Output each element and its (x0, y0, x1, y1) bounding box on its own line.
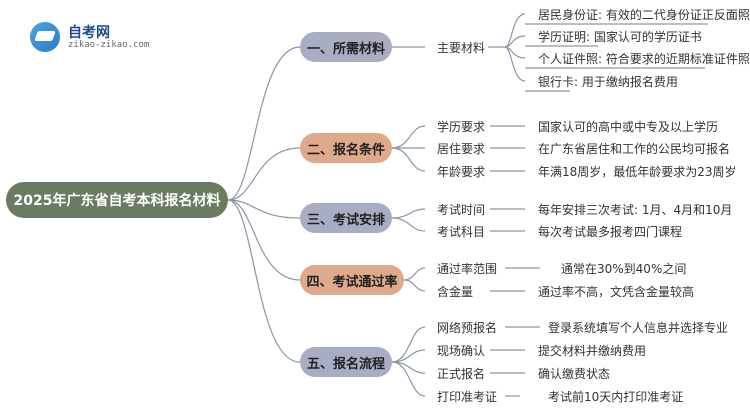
section-5-item-2-label: 现场确认 (437, 344, 486, 358)
section-5-item-4-label: 打印准考证 (437, 390, 498, 404)
section-5-item-3-label: 正式报名 (437, 367, 486, 381)
section-1-detail-4: 银行卡: 用于缴纳报名费用 (538, 75, 678, 89)
section-5-item-4-detail: 考试前10天内打印准考证 (548, 390, 684, 404)
section-4-item-1-label: 通过率范围 (437, 262, 498, 276)
section-1-item-label: 主要材料 (437, 41, 486, 55)
logo[interactable]: 自考网 zikao-zikao.com (30, 20, 150, 54)
section-3-item-2-label: 考试科目 (437, 225, 486, 239)
section-3-item-1-detail: 每年安排三次考试: 1月、4月和10月 (538, 203, 733, 217)
section-3-node: 三、考试安排 (300, 203, 392, 233)
section-4-item-2-detail: 通过率不高，文凭含金量较高 (538, 285, 695, 299)
section-4-node: 四、考试通过率 (300, 265, 404, 295)
section-4-item-1-detail: 通常在30%到40%之间 (561, 262, 687, 276)
section-1-detail-1: 居民身份证: 有效的二代身份证正反面照片 (538, 8, 750, 22)
section-5-node: 五、报名流程 (300, 347, 392, 377)
section-2-item-1-label: 学历要求 (437, 120, 486, 134)
section-5-item-1-label: 网络预报名 (437, 321, 498, 335)
section-2-item-1-detail: 国家认可的高中或中专及以上学历 (538, 120, 719, 134)
logo-graduation-cap-icon (30, 22, 60, 52)
logo-url: zikao-zikao.com (68, 40, 150, 50)
section-2-node: 二、报名条件 (300, 133, 392, 163)
section-1-node: 一、所需材料 (300, 32, 392, 62)
section-2-item-3-detail: 年满18周岁，最低年龄要求为23周岁 (538, 165, 737, 179)
section-5-item-3-detail: 确认缴费状态 (538, 367, 611, 381)
section-3-item-2-detail: 每次考试最多报考四门课程 (538, 225, 683, 239)
section-5-item-1-detail: 登录系统填写个人信息并选择专业 (548, 321, 729, 335)
section-4-item-2-label: 含金量 (437, 285, 474, 299)
root-topic: 2025年广东省自考本科报名材料 (6, 182, 228, 218)
section-2-item-2-label: 居住要求 (437, 142, 486, 156)
section-3-item-1-label: 考试时间 (437, 203, 486, 217)
section-1-detail-2: 学历证明: 国家认可的学历证书 (538, 30, 702, 44)
section-2-item-2-detail: 在广东省居住和工作的公民均可报名 (538, 142, 731, 156)
logo-title: 自考网 (68, 25, 110, 41)
section-5-item-2-detail: 提交材料并缴纳费用 (538, 344, 647, 358)
section-2-item-3-label: 年龄要求 (437, 165, 486, 179)
section-1-detail-3: 个人证件照: 符合要求的近期标准证件照 (538, 52, 750, 66)
